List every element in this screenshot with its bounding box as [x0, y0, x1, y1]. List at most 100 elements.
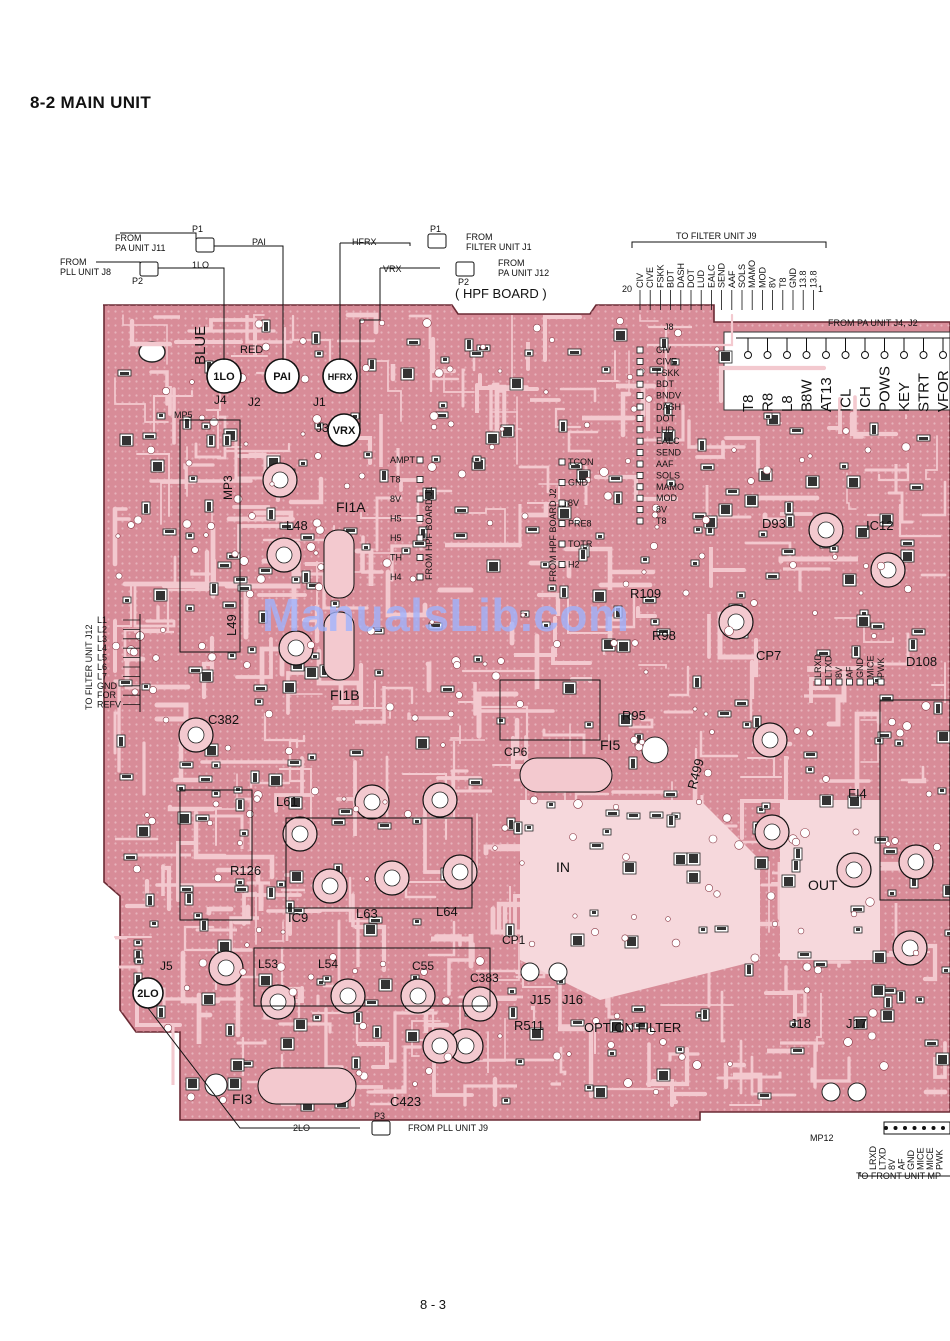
svg-text:TO FILTER UNIT J12: TO FILTER UNIT J12	[84, 624, 94, 710]
svg-text:TCON: TCON	[568, 457, 594, 467]
ref-l49: L49	[224, 614, 239, 636]
svg-text:L3: L3	[97, 634, 107, 644]
svg-text:AMPT: AMPT	[390, 455, 416, 465]
svg-text:P3: P3	[374, 1111, 385, 1121]
svg-text:VRX: VRX	[333, 425, 356, 437]
ref-fi4: FI4	[848, 786, 867, 801]
ref-r95: R95	[622, 708, 646, 723]
svg-text:MICE: MICE	[925, 1148, 935, 1171]
svg-text:PAI: PAI	[273, 371, 291, 383]
j8-header: CIVCIVEFSKKBDTBNDVDASHDOTLUDEALCSENDAAFS…	[636, 322, 684, 526]
svg-text:LRXD: LRXD	[868, 1145, 878, 1170]
svg-text:VFOR: VFOR	[935, 370, 950, 412]
coax-2lo: 2LO	[132, 977, 164, 1009]
ref-j1: J1	[313, 395, 326, 409]
svg-text:L4: L4	[97, 643, 107, 653]
ref-r511: R511	[514, 1018, 544, 1033]
svg-text:FROM PLL UNIT J9: FROM PLL UNIT J9	[408, 1123, 488, 1133]
svg-text:L6: L6	[97, 662, 107, 672]
ref-fi1a: FI1A	[336, 499, 366, 515]
svg-text:P2: P2	[132, 276, 143, 286]
svg-text:FROM HPF BOARD J1: FROM HPF BOARD J1	[424, 486, 434, 580]
svg-text:PWK: PWK	[876, 657, 886, 678]
svg-text:FSKK: FSKK	[656, 368, 680, 378]
ref-c55: C55	[412, 959, 434, 973]
svg-text:PA UNIT J11: PA UNIT J11	[115, 243, 166, 253]
svg-text:MAMO: MAMO	[747, 260, 757, 288]
ref-cp7: CP7	[756, 648, 781, 663]
label-red: RED	[240, 344, 263, 356]
svg-text:ICL: ICL	[838, 389, 855, 412]
svg-text:AAF: AAF	[656, 459, 674, 469]
svg-text:B8W: B8W	[799, 379, 816, 412]
svg-text:ICH: ICH	[857, 386, 874, 412]
svg-text:H5: H5	[390, 533, 402, 543]
svg-text:20: 20	[622, 284, 632, 294]
ref-r109: R109	[630, 586, 661, 601]
svg-text:KEY: KEY	[896, 382, 913, 412]
svg-text:FILTER UNIT J1: FILTER UNIT J1	[466, 242, 532, 252]
svg-text:FROM: FROM	[466, 232, 493, 242]
svg-text:MOD: MOD	[757, 267, 767, 288]
svg-text:SOLS: SOLS	[737, 264, 747, 288]
svg-text:PWK: PWK	[935, 1149, 945, 1170]
svg-text:L1: L1	[97, 615, 107, 625]
svg-text:CIVE: CIVE	[656, 356, 677, 366]
crystal-filters	[257, 529, 613, 1105]
svg-text:1LO: 1LO	[213, 371, 235, 383]
svg-text:P2: P2	[458, 277, 469, 287]
svg-text:L7: L7	[97, 671, 107, 681]
ref-d93: D93	[762, 516, 786, 531]
svg-text:1LO: 1LO	[192, 260, 209, 270]
svg-text:L5: L5	[97, 653, 107, 663]
svg-text:LUD: LUD	[696, 269, 706, 288]
svg-text:DASH: DASH	[676, 263, 686, 288]
svg-text:EALC: EALC	[656, 436, 680, 446]
svg-text:CIV: CIV	[656, 345, 671, 355]
svg-text:FROM PA UNIT J4, J2: FROM PA UNIT J4, J2	[828, 318, 918, 328]
hpf-board-label: ( HPF BOARD )	[455, 286, 547, 301]
svg-text:BNDV: BNDV	[656, 391, 681, 401]
svg-text:STRT: STRT	[916, 373, 933, 412]
ref-fi3: FI3	[232, 1091, 252, 1107]
svg-text:2LO: 2LO	[137, 988, 159, 1000]
svg-text:T8: T8	[390, 475, 401, 485]
svg-text:FROM: FROM	[60, 257, 87, 267]
svg-text:TOTR: TOTR	[568, 539, 593, 549]
svg-text:LRXD: LRXD	[813, 653, 823, 678]
svg-text:CIVE: CIVE	[645, 267, 655, 288]
ref-l54: L54	[318, 957, 338, 971]
ref-out: OUT	[808, 877, 838, 893]
ref-ic12: IC12	[866, 518, 893, 533]
ref-fi5: FI5	[600, 737, 620, 753]
filter-jacks	[520, 962, 867, 1102]
svg-text:PRE8: PRE8	[568, 519, 592, 529]
svg-text:1: 1	[818, 284, 823, 294]
ref-j3: J3	[316, 421, 329, 435]
svg-text:GND: GND	[855, 658, 865, 679]
svg-text:GND: GND	[906, 1150, 916, 1171]
svg-text:TO FILTER UNIT J9: TO FILTER UNIT J9	[676, 231, 757, 241]
svg-text:MICE: MICE	[916, 1148, 926, 1171]
svg-text:FROM HPF BOARD J2: FROM HPF BOARD J2	[548, 488, 558, 582]
svg-text:R8: R8	[760, 393, 777, 412]
svg-text:FROM: FROM	[498, 258, 525, 268]
svg-text:8V: 8V	[656, 505, 667, 515]
svg-text:T8: T8	[740, 394, 757, 412]
coax-1lo: 1LO	[206, 358, 242, 394]
svg-text:BDT: BDT	[666, 269, 676, 288]
ref-j15: J15	[530, 992, 551, 1007]
svg-text:AT13: AT13	[818, 377, 835, 412]
svg-text:P1: P1	[192, 224, 203, 234]
svg-text:T8: T8	[778, 277, 788, 288]
svg-text:SEND: SEND	[717, 262, 727, 288]
svg-text:13.8: 13.8	[798, 270, 808, 288]
svg-text:LTXD: LTXD	[878, 1147, 888, 1170]
